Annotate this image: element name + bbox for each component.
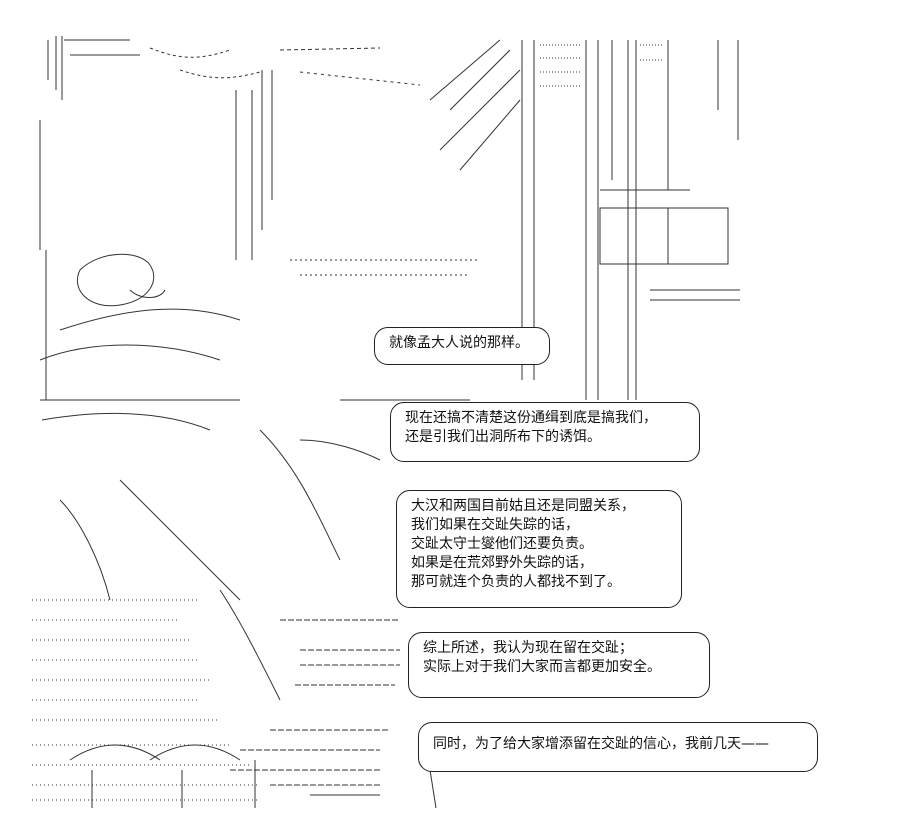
dialogue-line: 大汉和两国目前姑且还是同盟关系， [411, 498, 635, 514]
speech-bubble-2: 现在还搞不清楚这份通缉到底是搞我们， 还是引我们出洞所布下的诱饵。 [390, 402, 700, 462]
speech-bubble-5: 同时，为了给大家增添留在交趾的信心，我前几天—— [418, 722, 818, 772]
dialogue-line: 同时，为了给大家增添留在交趾的信心，我前几天—— [433, 736, 769, 752]
dialogue-line: 实际上对于我们大家而言都更加安全。 [423, 659, 661, 675]
dialogue-line: 那可就连个负责的人都找不到了。 [411, 574, 621, 590]
speech-bubble-1: 就像孟大人说的那样。 [374, 327, 550, 365]
dialogue-line: 我们如果在交趾失踪的话， [411, 517, 579, 533]
dialogue-line: 就像孟大人说的那样。 [389, 335, 529, 351]
dialogue-line: 如果是在荒郊野外失踪的话， [411, 555, 593, 571]
speech-bubble-3: 大汉和两国目前姑且还是同盟关系， 我们如果在交趾失踪的话， 交趾太守士燮他们还要… [396, 490, 682, 608]
dialogue-line: 综上所述，我认为现在留在交趾； [423, 640, 633, 656]
dialogue-line: 交趾太守士燮他们还要负责。 [411, 536, 593, 552]
speech-bubble-4: 综上所述，我认为现在留在交趾； 实际上对于我们大家而言都更加安全。 [408, 632, 710, 698]
dialogue-line: 还是引我们出洞所布下的诱饵。 [405, 429, 601, 445]
dialogue-line: 现在还搞不清楚这份通缉到底是搞我们， [405, 410, 657, 426]
